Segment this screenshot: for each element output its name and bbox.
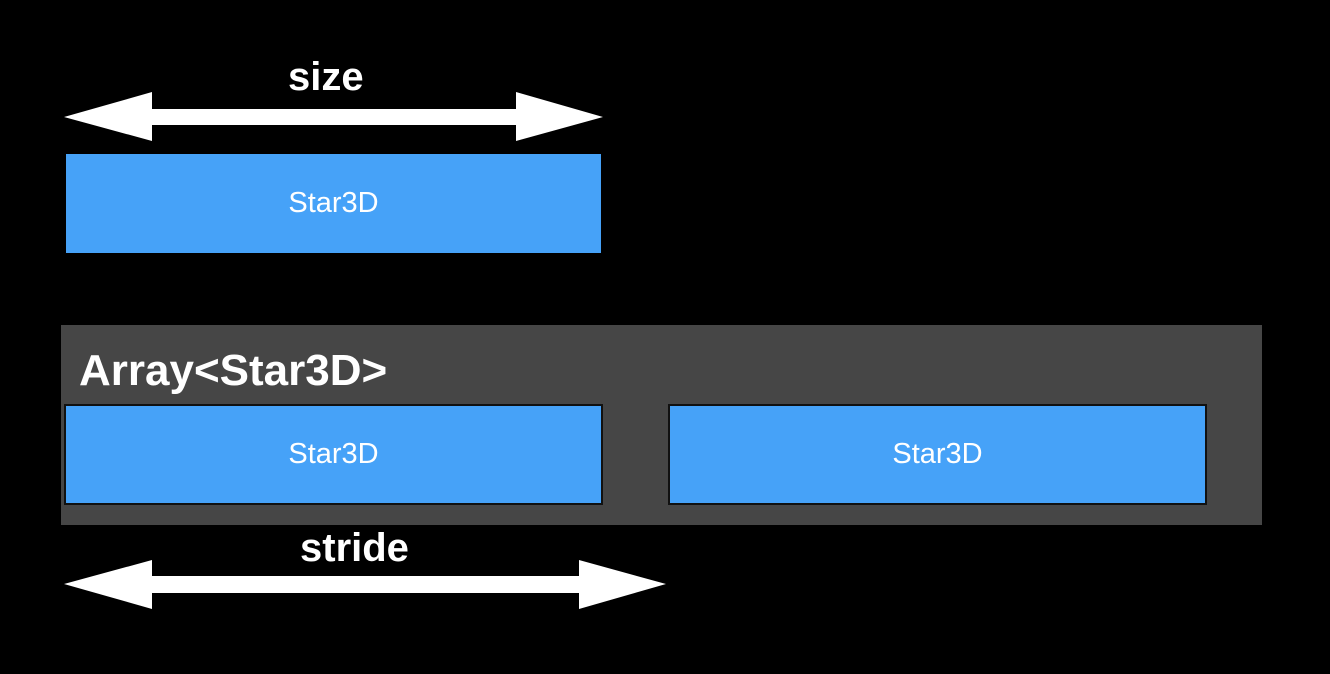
- array-element-2-label: Star3D: [892, 438, 983, 470]
- array-element-1: Star3D: [64, 404, 603, 505]
- array-title: Array<Star3D>: [79, 346, 388, 395]
- stride-label: stride: [300, 526, 409, 570]
- single-star3d-label: Star3D: [288, 187, 379, 219]
- size-arrow-shape: [64, 92, 603, 141]
- array-element-2: Star3D: [668, 404, 1207, 505]
- single-star3d-block: Star3D: [66, 154, 601, 253]
- size-label: size: [288, 55, 364, 99]
- array-element-1-label: Star3D: [288, 438, 379, 470]
